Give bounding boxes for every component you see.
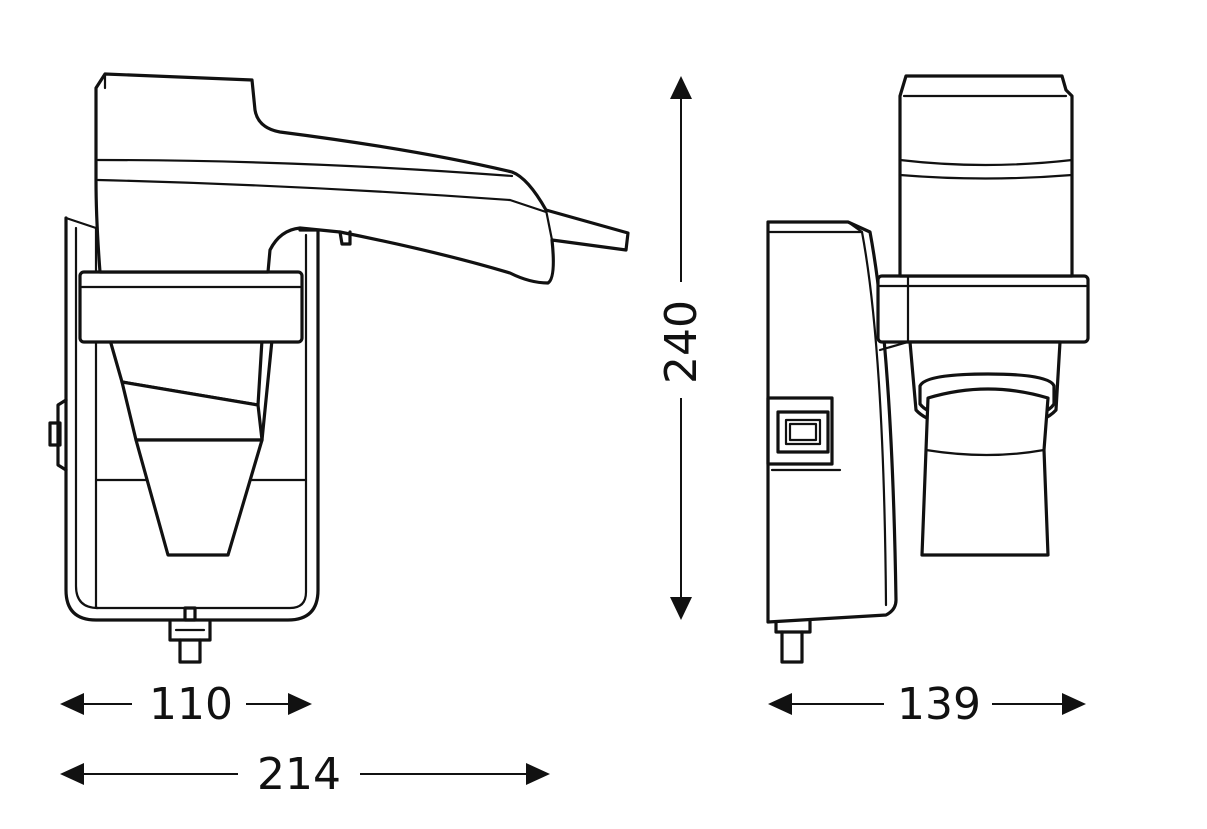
arrow-down-icon [670, 597, 692, 620]
arrow-right-icon [1062, 693, 1086, 715]
side-dryer-body [898, 74, 1074, 278]
side-view [766, 74, 1090, 664]
front-holder-ring [78, 270, 304, 344]
side-switch [766, 396, 834, 466]
front-side-switch [48, 398, 68, 472]
side-wall-housing [766, 220, 898, 624]
front-nozzle [108, 338, 274, 557]
dimension-label-side-depth: 139 [897, 679, 981, 730]
arrow-up-icon [670, 76, 692, 99]
arrow-right-icon [288, 693, 312, 715]
dimension-height: 240 [656, 76, 707, 620]
side-nozzle [908, 340, 1062, 557]
dimension-label-height: 240 [656, 300, 707, 384]
side-bottom-connector [774, 618, 812, 664]
arrow-left-icon [60, 763, 84, 785]
dimension-front-body-width: 110 [60, 679, 312, 730]
front-bottom-connector [168, 606, 212, 664]
dimension-label-front-body-width: 110 [149, 679, 233, 730]
arrow-left-icon [768, 693, 792, 715]
dimension-side-depth: 139 [768, 679, 1086, 730]
side-holder-ring [876, 274, 1090, 352]
front-view [48, 72, 630, 664]
dimension-front-total-width: 214 [60, 749, 550, 800]
dimension-label-front-total-width: 214 [257, 749, 341, 800]
arrow-right-icon [526, 763, 550, 785]
arrow-left-icon [60, 693, 84, 715]
front-dryer-body [94, 72, 630, 285]
